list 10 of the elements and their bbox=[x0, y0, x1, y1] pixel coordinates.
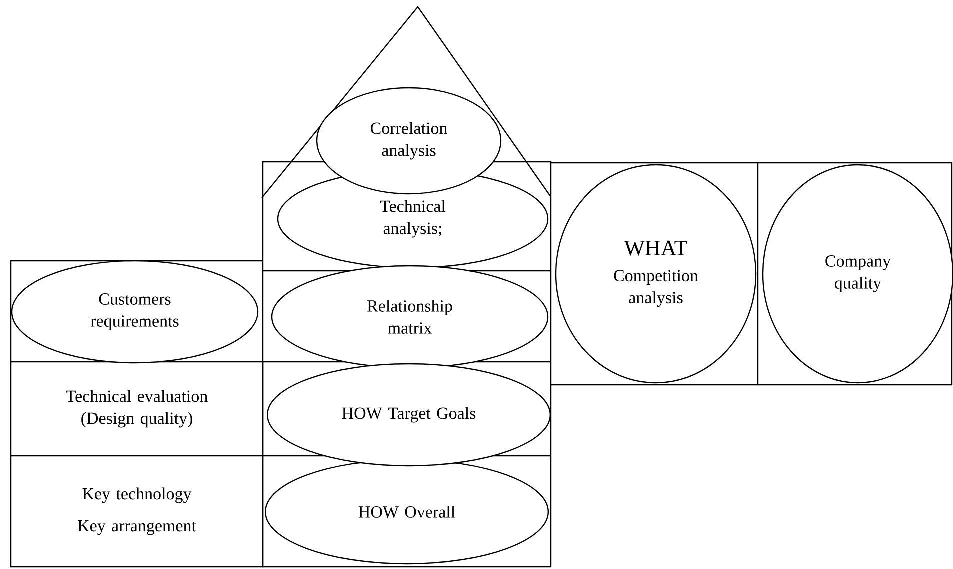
ellipse-node: Correlation analysis bbox=[316, 87, 502, 195]
ellipse-node: Customers requirements bbox=[11, 260, 259, 364]
ellipse-node: HOW Target Goals bbox=[266, 363, 552, 467]
ellipse-node: Company quality bbox=[762, 164, 953, 384]
ellipse-node: HOW Overall bbox=[264, 459, 550, 565]
ellipse-node: Relationship matrix bbox=[271, 265, 549, 369]
ellipse-node: WHAT Competition analysis bbox=[555, 164, 757, 384]
text-box: Technical evaluation (Design quality) bbox=[10, 361, 264, 457]
node-label: Company quality bbox=[826, 256, 891, 292]
text-box: Key technology Key arrangement bbox=[10, 455, 264, 568]
